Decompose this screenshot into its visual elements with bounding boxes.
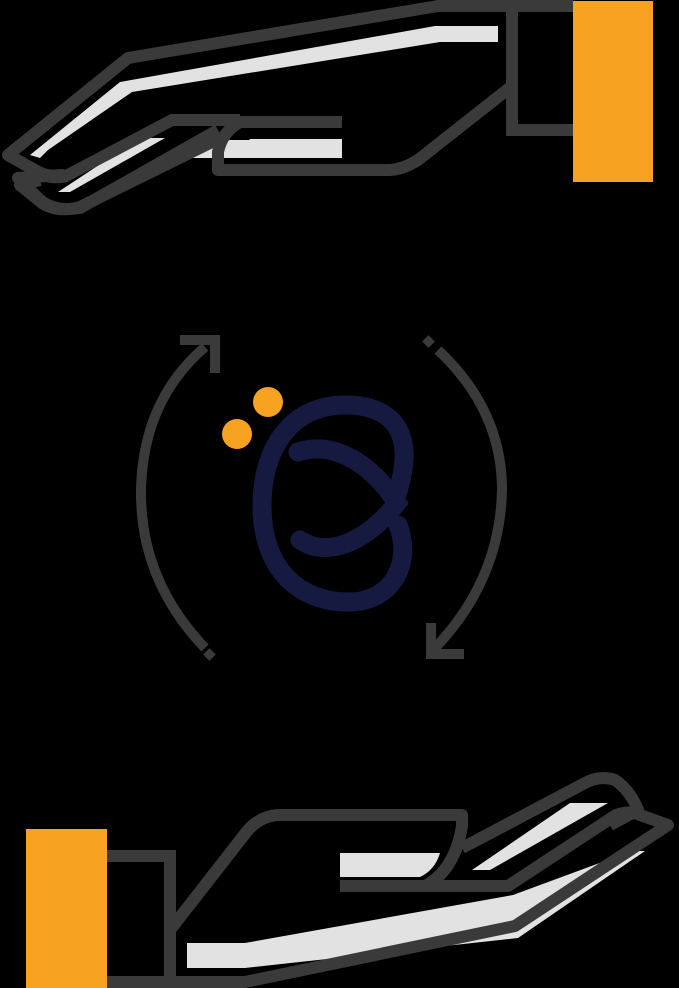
- orange-dot-large: [253, 387, 283, 417]
- arrow-down-left-head: [426, 623, 464, 659]
- bottom-hand-fingers: [459, 772, 644, 854]
- top-hand-sleeve: [506, 0, 573, 136]
- left-arc-dash: [203, 648, 216, 661]
- logo-outer-loop: [252, 395, 414, 612]
- top-hand-highlight-4: [243, 139, 342, 158]
- bottom-hand-highlight-1: [187, 851, 645, 968]
- right-arc-arrow: [431, 346, 508, 652]
- top-hand-highlight-2: [58, 138, 165, 192]
- refresh-cycle-icon: [135, 335, 508, 661]
- top-hand-highlight-1: [30, 26, 498, 158]
- bottom-hand-icon: [26, 772, 674, 988]
- bottom-hand-highlight-2: [340, 853, 440, 877]
- right-arc-dash: [422, 335, 435, 348]
- logo-inner-loop: [288, 439, 409, 558]
- bottom-hand-highlight-3: [472, 803, 608, 870]
- interlocking-loops-logo-icon: [222, 387, 414, 612]
- bottom-hand-sleeve: [107, 850, 176, 988]
- bottom-hand-cuff: [26, 829, 107, 988]
- arrow-up-right-head: [180, 335, 220, 373]
- left-arc-arrow: [135, 343, 209, 652]
- orange-dot-small: [222, 419, 252, 449]
- top-hand-icon: [2, 0, 653, 216]
- top-hand-fingers: [5, 114, 240, 216]
- top-hand-cuff: [573, 1, 653, 182]
